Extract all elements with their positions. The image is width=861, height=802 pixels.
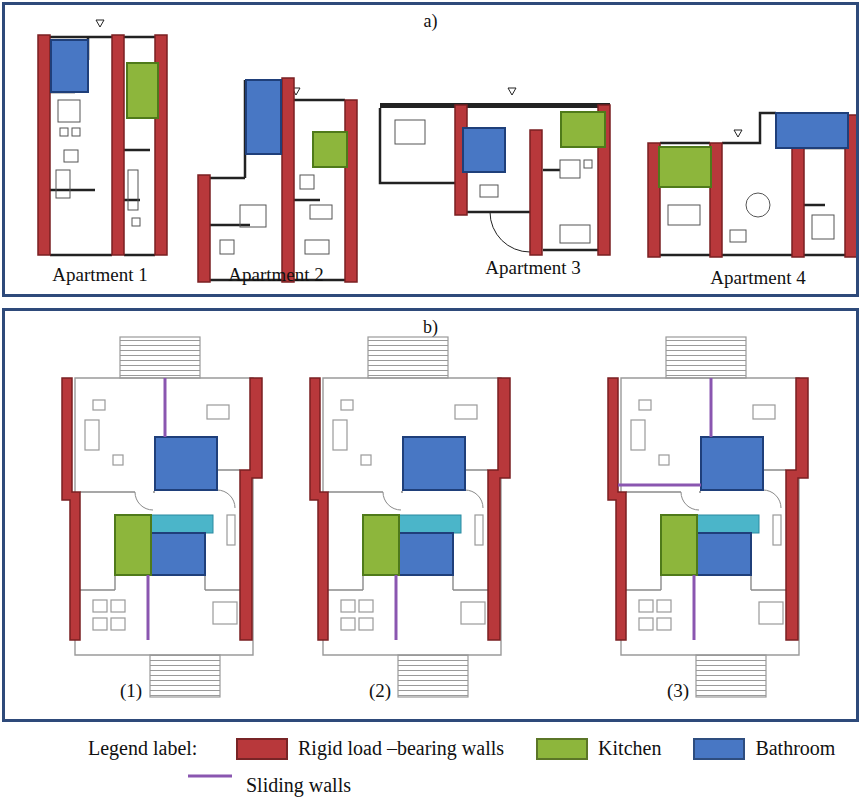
apartment-plan-part — [112, 35, 124, 255]
apartment-plan-part-part — [310, 205, 332, 219]
apartment-plan-part-part — [132, 218, 140, 226]
sliding-walls-part — [147, 575, 150, 640]
apartment-plan-part-part — [746, 193, 770, 217]
apartment-plan-part-part — [60, 128, 68, 136]
variant-number: (2) — [369, 680, 391, 702]
apartment-label: Apartment 4 — [710, 267, 806, 289]
apartment-plan-part-part — [668, 205, 700, 225]
apartment-plan-part-part — [812, 215, 834, 239]
apartment-plan-part — [508, 88, 516, 95]
apartment-plan-part — [490, 212, 530, 252]
apartment-plan-part-part — [395, 120, 425, 144]
sliding-walls-part — [693, 575, 696, 640]
apartment-label: Apartment 2 — [228, 264, 324, 286]
apartment-plan-part-part — [300, 175, 314, 189]
apartment-plan-part — [220, 175, 332, 254]
apartment-plan-part — [282, 78, 294, 282]
panel-letter: b) — [5, 317, 856, 338]
plan-variant — [62, 337, 262, 697]
apartment-plan-part — [96, 20, 104, 27]
apartment-plan-part — [734, 130, 742, 137]
apartment-plan-part-part — [220, 240, 234, 254]
apartment-label: Apartment 3 — [485, 257, 581, 279]
apartment-plan-part — [668, 193, 834, 242]
panel-letter: a) — [5, 11, 856, 32]
legend-heading: Legend label: — [88, 737, 197, 760]
apartment-plan-part-part — [64, 150, 78, 162]
sliding-walls-part — [618, 484, 701, 487]
apartment-plan-part-part — [480, 185, 498, 197]
apartment-plan-part — [561, 112, 605, 147]
panel-frame: a) — [2, 2, 859, 297]
legend-line-sample — [186, 771, 236, 781]
apartment-plan — [380, 88, 610, 255]
apartment-plan-part — [313, 132, 347, 167]
apartment-plan-part-part — [56, 170, 70, 198]
sliding-walls-part — [710, 378, 713, 437]
apartment-plan — [198, 78, 357, 282]
variant-number: (1) — [120, 680, 142, 702]
apartment-plan-part — [463, 128, 505, 172]
legend-swatch — [693, 738, 745, 760]
apartment-plan-part — [530, 130, 542, 255]
apartment-plan-part — [776, 113, 848, 148]
sliding-walls-part — [395, 575, 398, 640]
legend-text: Bathroom — [755, 737, 835, 760]
apartment-plan-part-part — [72, 128, 80, 136]
sliding-walls — [148, 378, 711, 640]
apartment-plan-part-part — [58, 100, 80, 122]
apartment-plan-part — [51, 40, 88, 92]
sliding-walls-part — [164, 378, 167, 437]
plan-variant — [608, 337, 808, 697]
apartment-plan-part — [659, 147, 711, 187]
apartment-plan-part-part — [560, 225, 590, 243]
apartment-plan — [38, 20, 167, 255]
apartment-plan-part-part — [240, 205, 266, 227]
apartment-plan-part — [380, 103, 610, 108]
legend-text: Rigid load –bearing walls — [298, 737, 504, 760]
legend-swatch — [236, 738, 288, 760]
apartment-plan-part-part — [128, 170, 138, 210]
legend-line-sample — [188, 775, 232, 778]
apartment-plan — [648, 113, 857, 257]
apartment-label: Apartment 1 — [52, 264, 148, 286]
apartment-plan-part-part — [584, 160, 592, 168]
legend-text: Sliding walls — [246, 774, 351, 797]
apartment-plan-part-part — [305, 240, 329, 254]
apartment-plan-part-part — [560, 160, 580, 178]
apartment-plan-part — [210, 80, 345, 280]
apartment-plan-part — [198, 175, 210, 282]
apartment-plan-part — [127, 63, 158, 118]
apartment-plan-part — [345, 100, 357, 282]
apartment-plan-part — [38, 35, 50, 255]
legend-swatch — [536, 738, 588, 760]
plan-variant — [310, 337, 510, 697]
apartment-plan-part-part — [730, 230, 746, 242]
panel-frame: b) — [2, 308, 859, 722]
apartment-plan-part — [246, 80, 281, 154]
variant-number: (3) — [667, 680, 689, 702]
legend-text: Kitchen — [598, 737, 661, 760]
